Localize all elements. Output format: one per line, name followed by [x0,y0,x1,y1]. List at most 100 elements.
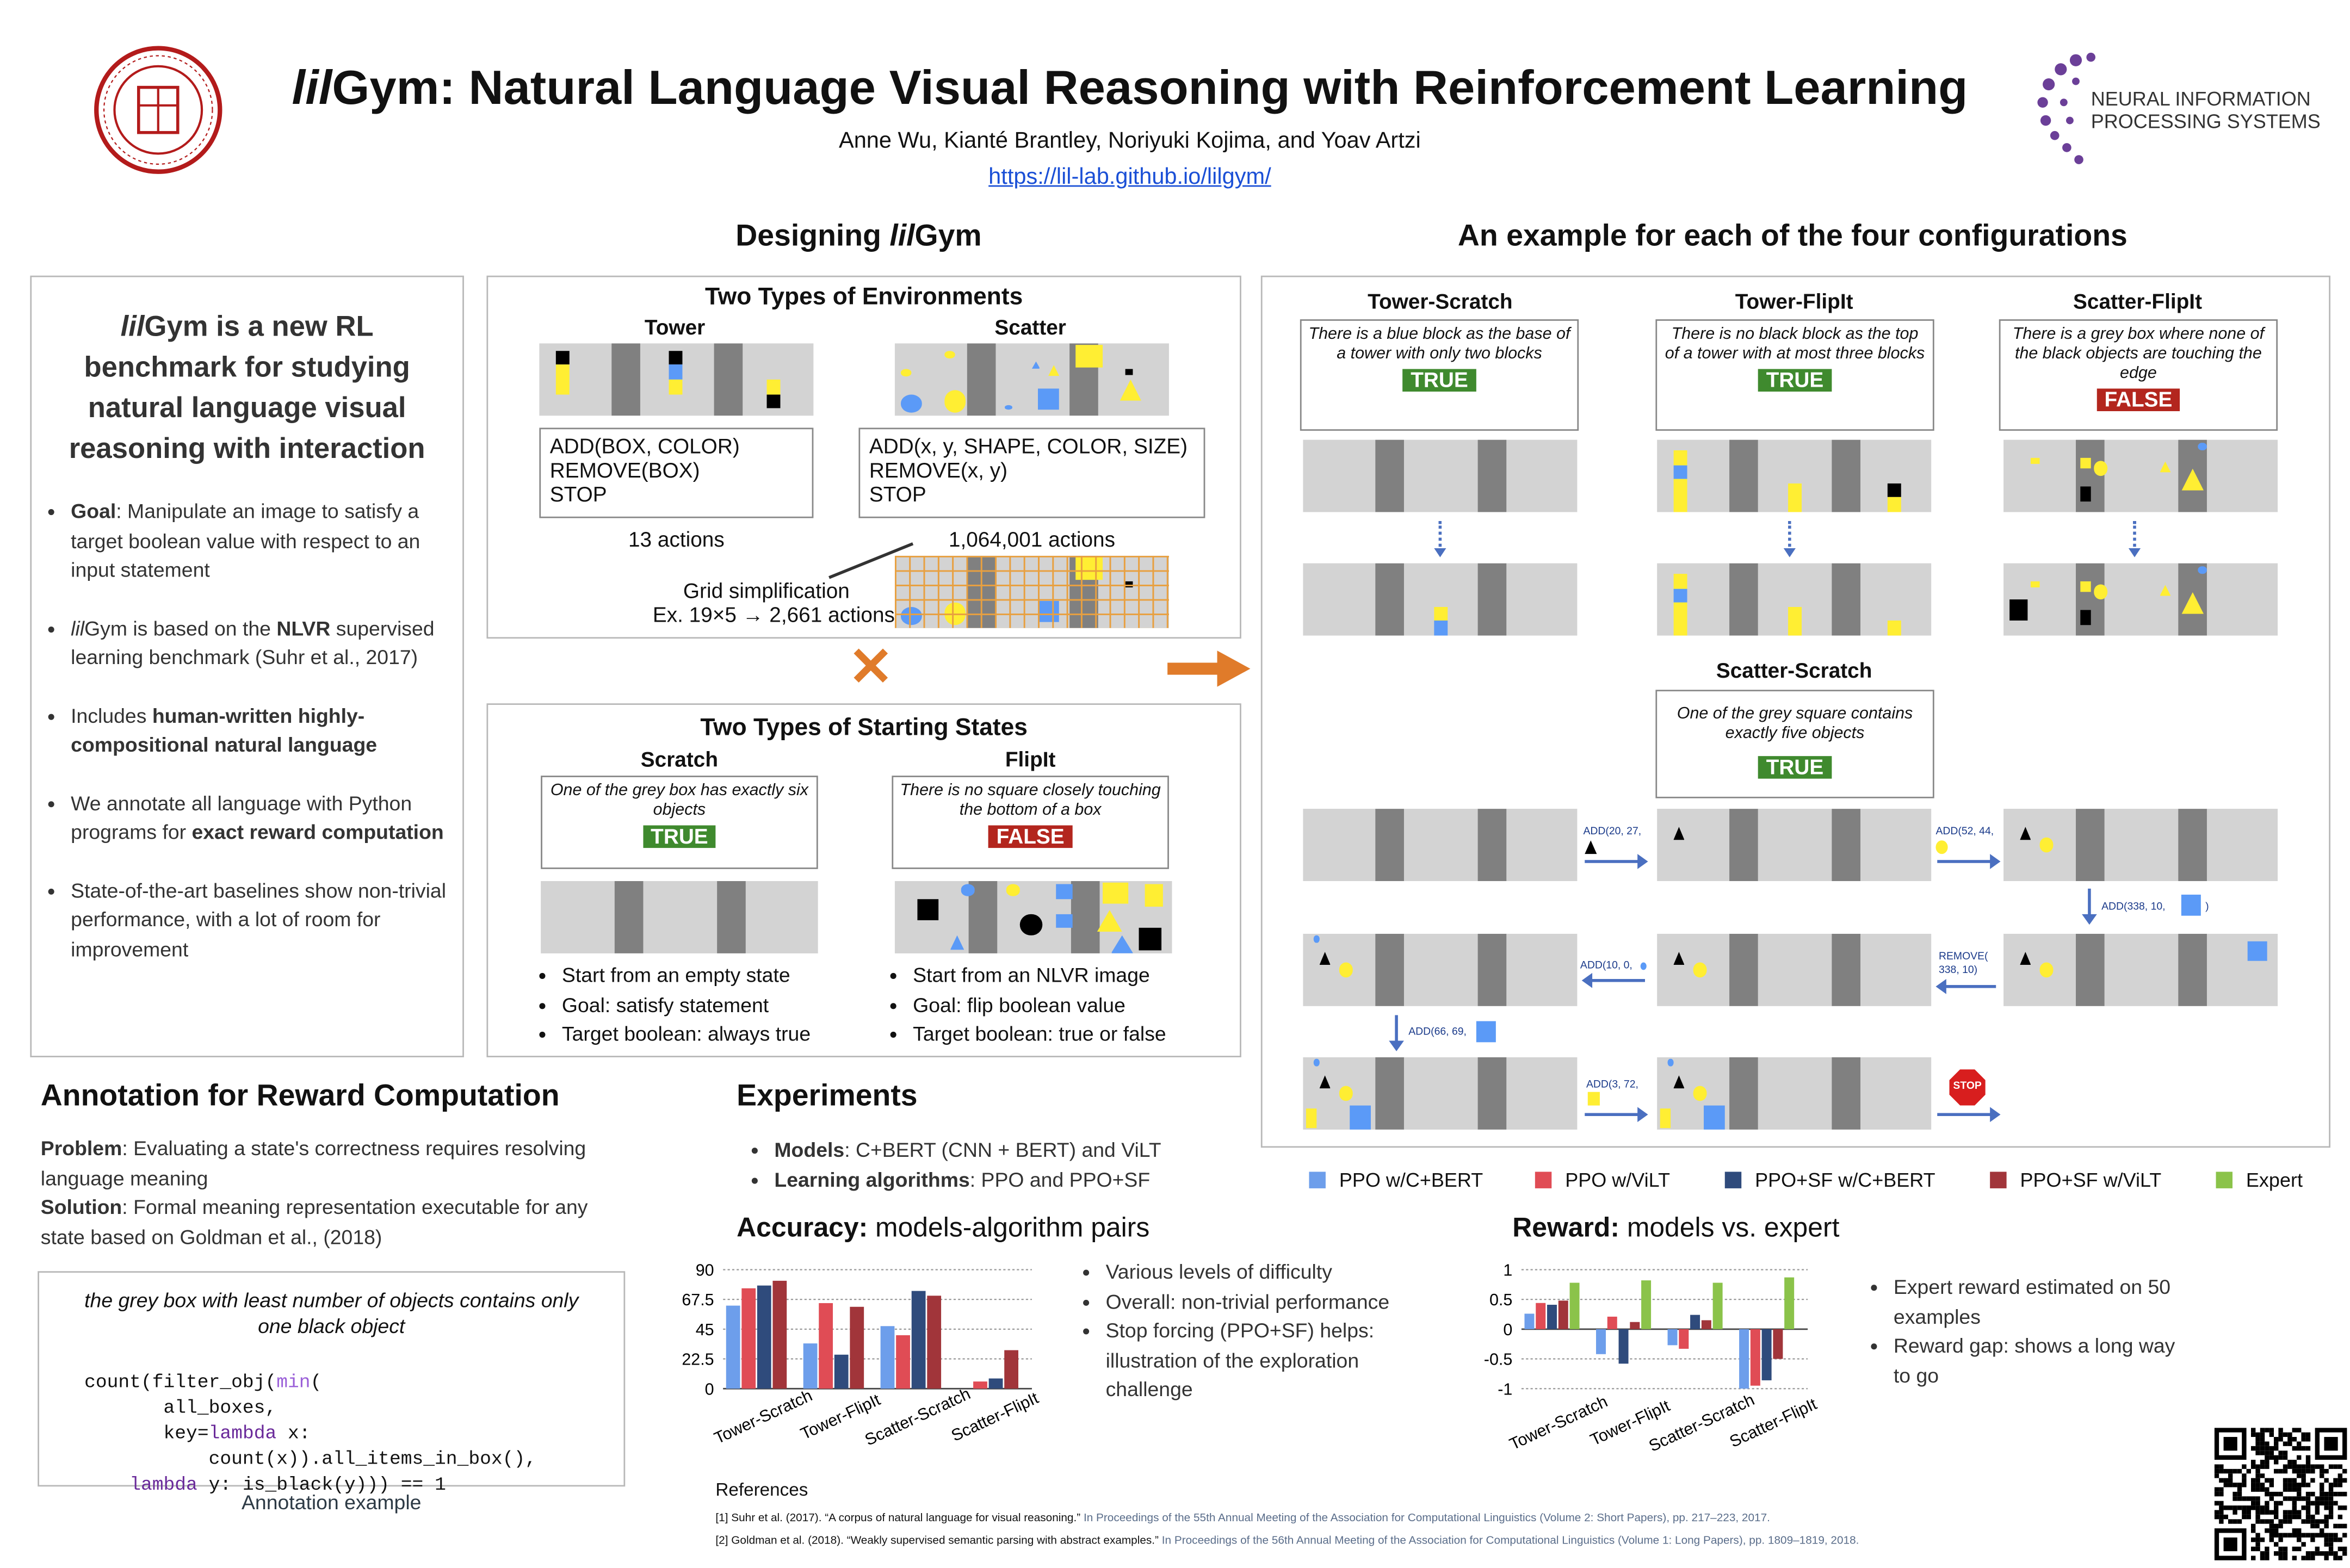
reward-chart: -1-0.500.51Tower-ScratchTower-FlipItScat… [1469,1243,1860,1468]
qr-module [2215,1464,2219,1468]
qr-module [2255,1496,2260,1501]
qr-module [2324,1501,2328,1505]
poster-title: lilGym: Natural Language Visual Reasonin… [256,60,2003,116]
annotation-example-box: the grey box with least number of object… [38,1271,625,1486]
qr-module [2255,1469,2260,1473]
grey-box-divider [1730,809,1759,881]
square-object [1076,345,1103,368]
grey-box-divider [717,881,746,953]
qr-module [2333,1464,2337,1468]
neurips-line1: NEURAL INFORMATION [2091,88,2321,110]
bar [850,1307,864,1389]
grid-scatter-image [895,556,1169,628]
action-label: 338, 10) [1939,964,1977,977]
x-tick-label: Tower-Scratch [712,1386,815,1448]
square-object [2031,581,2039,587]
qr-module [2315,1464,2320,1468]
y-tick-label: 1 [1503,1261,1512,1280]
arrow-right-icon [1585,1113,1645,1116]
qr-module [2315,1519,2320,1523]
qr-module [2274,1551,2278,1555]
qr-module [2320,1492,2324,1496]
qr-code[interactable] [2215,1428,2347,1560]
qr-module [2320,1464,2324,1468]
qr-module [2301,1533,2305,1538]
qr-module [2329,1483,2333,1487]
qr-module [2265,1551,2269,1555]
qr-module [2278,1533,2283,1538]
qr-module [2278,1538,2283,1542]
yellow-circle-icon [1935,840,1947,854]
square-object [556,365,570,394]
tower-flipit-end [1657,563,1931,636]
qr-module [2269,1492,2274,1496]
qr-module [2297,1533,2301,1538]
qr-module [2297,1510,2301,1514]
qr-module [2260,1464,2265,1468]
square-object [1673,588,1687,603]
legend-item: PPO+SF w/ViLT [1990,1169,2161,1192]
qr-module [2287,1533,2292,1538]
title-lil: lil [292,60,332,115]
qr-module [2297,1547,2301,1551]
qr-module [2278,1547,2283,1551]
circle-object [961,885,975,896]
qr-module [2283,1469,2287,1473]
square-object [1673,480,1687,512]
tower-flipit-statement: There is no black block as the top of a … [1655,319,1934,431]
qr-module [2274,1441,2278,1446]
grey-box-divider [2076,440,2105,512]
qr-module [2274,1524,2278,1528]
qr-module [2324,1533,2328,1538]
qr-module [2232,1492,2237,1496]
bar [803,1343,818,1389]
action-label: ADD(3, 72, [1586,1079,1638,1092]
accuracy-heading: Accuracy: models-algorithm pairs [737,1212,1149,1244]
y-tick-label: 90 [696,1261,714,1280]
qr-module [2297,1428,2301,1432]
arrow-right-icon [1937,860,1998,863]
qr-module [2297,1441,2301,1446]
legend-swatch [1725,1172,1741,1188]
qr-module [2287,1515,2292,1519]
qr-module [2269,1524,2274,1528]
qr-module [2251,1433,2255,1437]
qr-module [2251,1464,2255,1468]
qr-module [2292,1547,2297,1551]
bar [881,1326,895,1389]
qr-finder [2324,1437,2337,1451]
authors: Anne Wu, Kianté Brantley, Noriyuki Kojim… [542,128,1717,153]
y-tick-label: 67.5 [682,1291,714,1309]
grey-box-divider [1376,1057,1405,1130]
y-tick-label: 22.5 [682,1350,714,1369]
intro-headline: lilGym is a new RL benchmark for studyin… [53,307,441,470]
qr-module [2310,1551,2315,1555]
qr-module [2265,1451,2269,1455]
circle-object [1693,963,1706,977]
qr-module [2242,1515,2246,1519]
qr-module [2329,1551,2333,1555]
neurips-line2: PROCESSING SYSTEMS [2091,110,2321,133]
triangle-object [1097,910,1122,932]
qr-module [2329,1464,2333,1468]
circle-object [1339,963,1352,977]
qr-module [2333,1483,2337,1487]
project-link[interactable]: https://lil-lab.github.io/lilgym/ [844,164,1416,190]
qr-module [2260,1510,2265,1514]
qr-module [2247,1469,2251,1473]
y-tick-label: -0.5 [1484,1350,1512,1369]
square-object [1673,465,1687,480]
qr-module [2278,1551,2283,1555]
qr-module [2274,1469,2278,1473]
qr-module [2255,1505,2260,1510]
qr-module [2333,1478,2337,1483]
grey-box-divider [1376,809,1405,881]
square-object [1660,1108,1671,1128]
qr-module [2260,1519,2265,1523]
bar [1619,1329,1629,1364]
qr-module [2269,1446,2274,1451]
qr-module [2260,1451,2265,1455]
qr-module [2292,1556,2297,1560]
qr-module [2242,1496,2246,1501]
qr-module [2283,1441,2287,1446]
